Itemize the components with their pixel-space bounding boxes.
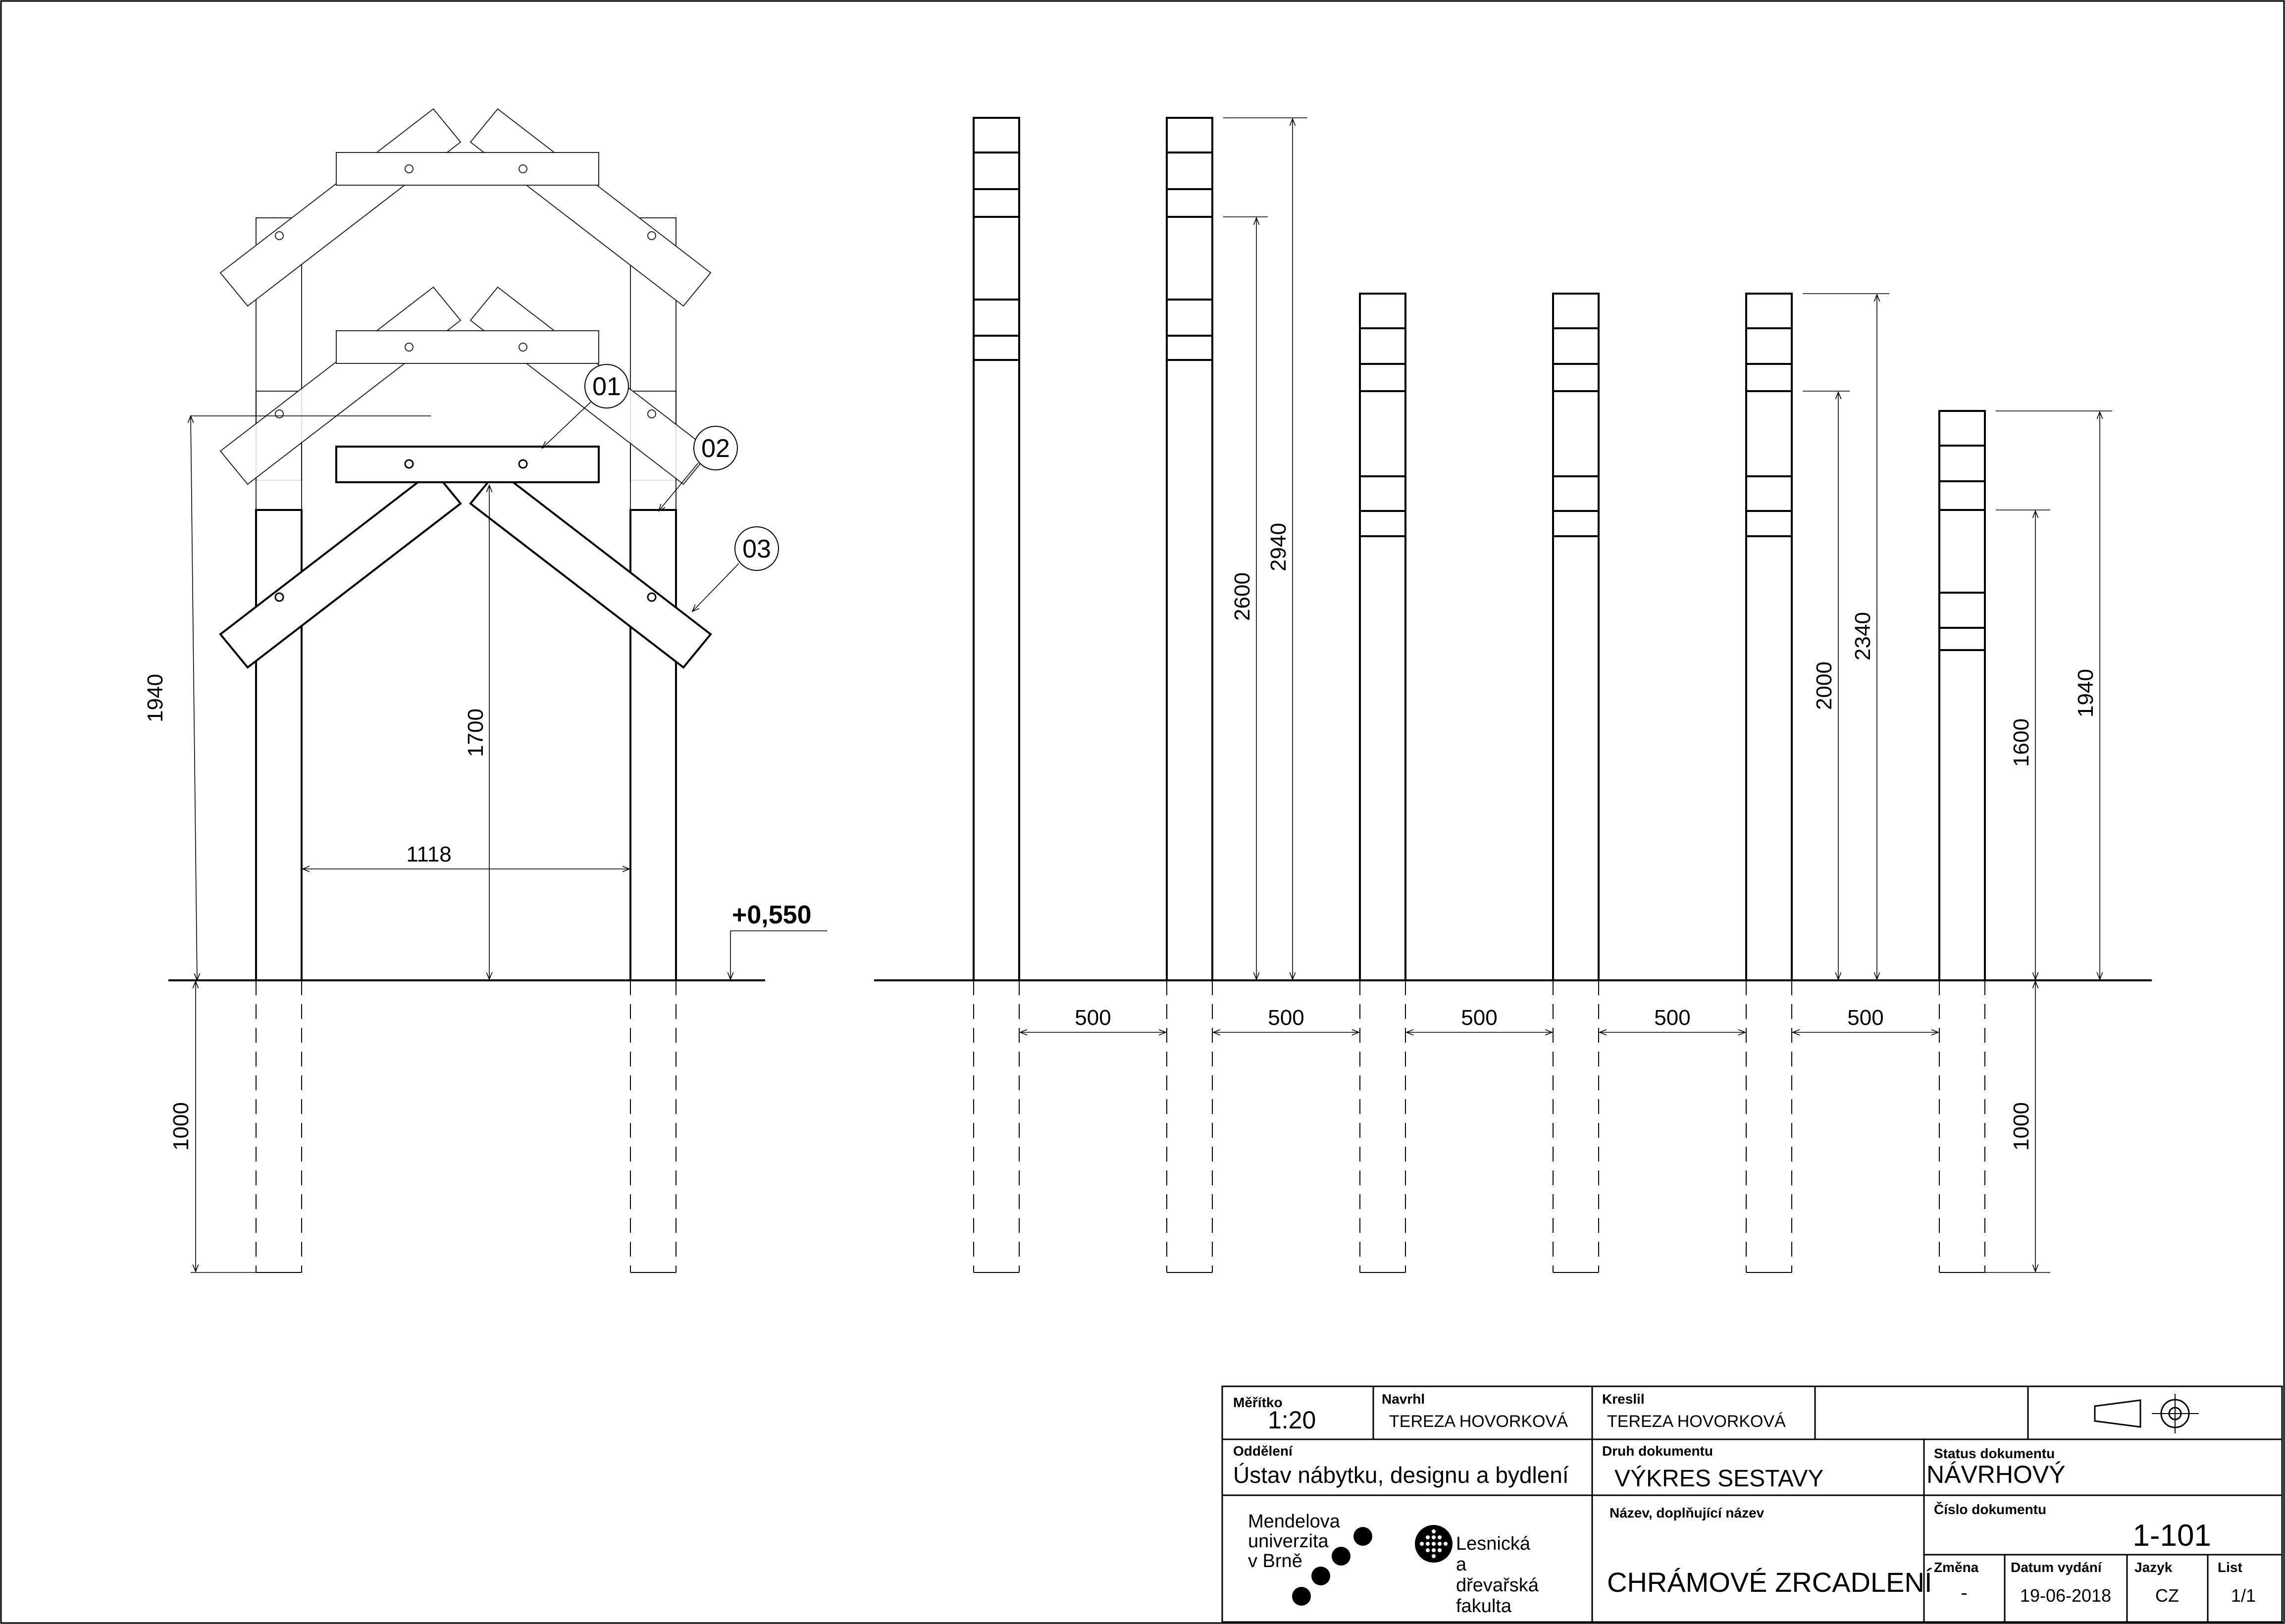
dim-spacing-1: 500 xyxy=(1075,1006,1111,1030)
issue-date-label: Datum vydání xyxy=(2011,1560,2102,1575)
projection-symbol-icon xyxy=(2094,1394,2199,1433)
language-label: Jazyk xyxy=(2134,1560,2173,1575)
callouts: 01 02 03 xyxy=(584,364,779,571)
change-label: Změna xyxy=(1934,1560,1979,1575)
dim-posts-embed-depth: 1000 xyxy=(2009,1102,2033,1151)
arch-dimension-labels: 1940 1700 1118 1000 +0,550 xyxy=(143,674,812,1151)
post-6 xyxy=(1938,410,1986,981)
arch-posts-buried xyxy=(256,980,676,1273)
sheet-label: List xyxy=(2218,1560,2242,1575)
level-mark: +0,550 xyxy=(732,901,812,929)
posts-buried xyxy=(973,980,1985,1272)
post-5 xyxy=(1745,293,1793,981)
status-value: NÁVRHOVÝ xyxy=(1926,1461,2066,1488)
dim-spacing-5: 500 xyxy=(1847,1006,1883,1030)
issue-date-value: 19-06-2018 xyxy=(2020,1585,2111,1606)
language-value: CZ xyxy=(2155,1585,2179,1606)
post-3 xyxy=(1359,293,1406,981)
arch-right-rafter xyxy=(469,469,712,669)
drawn-value: TEREZA HOVORKOVÁ xyxy=(1607,1412,1786,1431)
status-label: Status dokumentu xyxy=(1934,1446,2055,1461)
arch-crossbeam xyxy=(335,446,600,483)
arch-left-rafter xyxy=(219,469,462,669)
dim-post5-total-height: 2340 xyxy=(1851,612,1875,660)
post-2 xyxy=(1166,117,1213,981)
designed-label: Navrhl xyxy=(1382,1391,1425,1407)
university-logo-line-3: v Brně xyxy=(1248,1551,1302,1572)
dim-post2-total-height: 2940 xyxy=(1266,523,1291,571)
name-value: CHRÁMOVÉ ZRCADLENÍ xyxy=(1607,1567,1932,1598)
arch-dimensions xyxy=(187,401,827,1273)
university-logo-line-1: Mendelova xyxy=(1248,1511,1341,1532)
university-logo: Mendelova univerzita v Brně xyxy=(1248,1511,1372,1606)
arch-front-frame xyxy=(219,446,712,981)
dim-post6-bar-height: 1600 xyxy=(2009,718,2033,767)
posts-dimensions xyxy=(1019,117,2112,1273)
callout-02-circle xyxy=(693,426,738,470)
callout-03-circle xyxy=(734,526,779,571)
dim-spacing-3: 500 xyxy=(1461,1006,1497,1030)
faculty-logo: Lesnická a dřevařská fakulta xyxy=(1415,1525,1539,1617)
dim-arch-embed-depth: 1000 xyxy=(169,1102,193,1151)
arch-view xyxy=(168,108,765,1273)
change-value: - xyxy=(1961,1582,1967,1604)
callout-02: 02 xyxy=(701,434,730,463)
scale-label: Měřítko xyxy=(1233,1395,1283,1410)
doc-number-label: Číslo dokumentu xyxy=(1934,1501,2046,1517)
doc-number-value: 1-101 xyxy=(2132,1519,2211,1553)
dim-spacing-4: 500 xyxy=(1654,1006,1690,1030)
faculty-logo-line-2: a xyxy=(1456,1554,1467,1575)
callout-03: 03 xyxy=(742,535,771,563)
dim-arch-inner-width: 1118 xyxy=(406,842,451,866)
department-value: Ústav nábytku, designu a bydlení xyxy=(1233,1462,1569,1488)
doc-type-value: VÝKRES SESTAVY xyxy=(1614,1466,1823,1492)
callout-01-circle xyxy=(584,364,629,408)
drawn-label: Kreslil xyxy=(1602,1391,1645,1407)
post-4 xyxy=(1552,293,1600,981)
dim-arch-total-height: 1940 xyxy=(143,674,167,722)
dim-post6-total-height: 1940 xyxy=(2074,669,2098,717)
faculty-logo-line-1: Lesnická xyxy=(1456,1533,1531,1554)
dim-spacing-2: 500 xyxy=(1268,1006,1304,1030)
title-block: Měřítko 1:20 Navrhl TEREZA HOVORKOVÁ Kre… xyxy=(1221,1385,2283,1623)
dim-arch-inner-height: 1700 xyxy=(464,709,488,757)
dim-post5-bar-height: 2000 xyxy=(1812,661,1836,710)
posts-view xyxy=(874,117,2152,1273)
posts-dimension-labels: 500 500 500 500 500 2600 2940 2000 2340 … xyxy=(1075,523,2098,1151)
department-label: Oddělení xyxy=(1233,1443,1293,1459)
faculty-logo-line-4: fakulta xyxy=(1456,1596,1512,1617)
doc-type-label: Druh dokumentu xyxy=(1602,1443,1713,1459)
designed-value: TEREZA HOVORKOVÁ xyxy=(1389,1412,1568,1431)
name-label: Název, doplňující název xyxy=(1610,1505,1765,1521)
dim-post2-bar-height: 2600 xyxy=(1230,572,1254,621)
scale-value: 1:20 xyxy=(1268,1406,1316,1434)
university-logo-line-2: univerzita xyxy=(1248,1531,1329,1552)
post-1 xyxy=(973,117,1020,981)
callout-01: 01 xyxy=(592,372,621,401)
sheet-value: 1/1 xyxy=(2231,1585,2256,1606)
faculty-logo-line-3: dřevařská xyxy=(1456,1575,1539,1596)
